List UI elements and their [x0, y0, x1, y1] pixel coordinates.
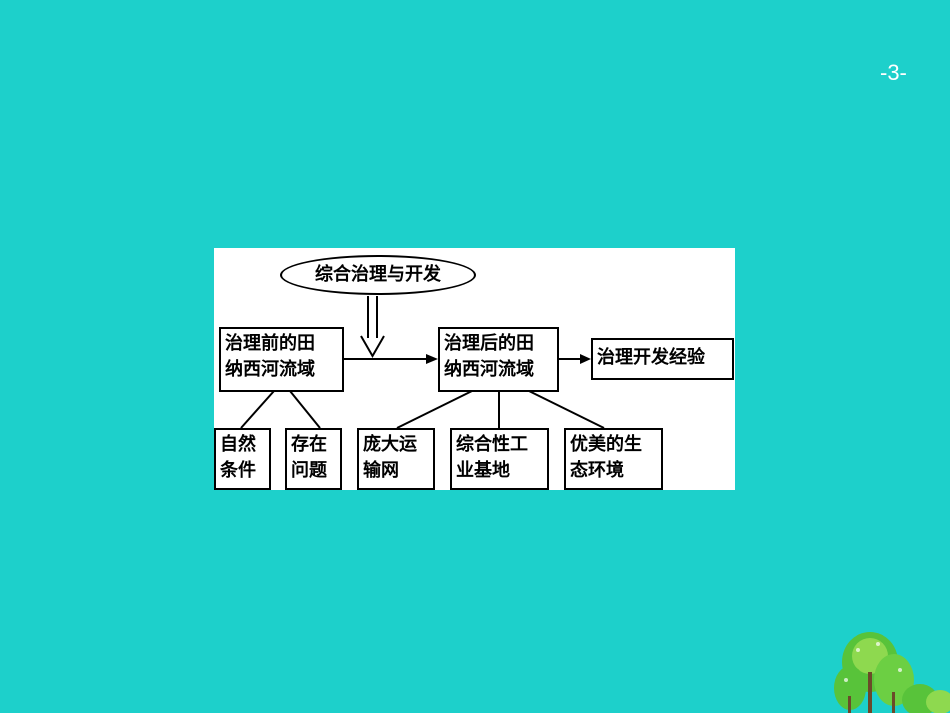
after-branches [396, 390, 605, 429]
child-line2: 态环境 [570, 460, 624, 481]
before-node-line1: 治理前的田 [225, 333, 315, 354]
top-oval-node: 综合治理与开发 [280, 255, 476, 295]
page-number: -3- [880, 60, 907, 85]
child-line1: 存在 [291, 434, 327, 455]
child-line2: 输网 [363, 460, 399, 481]
experience-node: 治理开发经验 [591, 338, 734, 380]
flow-diagram: 综合治理与开发 治理前的田 纳西河流域 治理后的田 纳西河流域 治理开发经验 自… [214, 248, 735, 490]
before-node-line2: 纳西河流域 [225, 359, 315, 380]
arrow-after-to-experience [558, 354, 591, 364]
before-child-node: 存在 问题 [285, 428, 342, 490]
after-node-line2: 纳西河流域 [444, 359, 534, 380]
before-child-node: 自然 条件 [214, 428, 271, 490]
diagram-connectors [240, 296, 605, 429]
arrow-before-to-after [341, 354, 438, 364]
after-node: 治理后的田 纳西河流域 [438, 327, 559, 392]
before-node: 治理前的田 纳西河流域 [219, 327, 344, 392]
child-line2: 业基地 [456, 460, 510, 481]
child-line2: 问题 [291, 460, 327, 481]
trees-icon [834, 632, 950, 713]
child-line1: 自然 [220, 434, 256, 455]
after-node-line1: 治理后的田 [444, 333, 534, 354]
after-child-node: 庞大运 输网 [357, 428, 435, 490]
before-branches [240, 390, 321, 429]
after-child-node: 优美的生 态环境 [564, 428, 663, 490]
child-line1: 庞大运 [363, 434, 417, 455]
double-down-arrow [360, 296, 385, 359]
child-line1: 综合性工 [456, 434, 528, 455]
after-child-node: 综合性工 业基地 [450, 428, 549, 490]
child-line2: 条件 [220, 460, 256, 481]
child-line1: 优美的生 [570, 434, 642, 455]
